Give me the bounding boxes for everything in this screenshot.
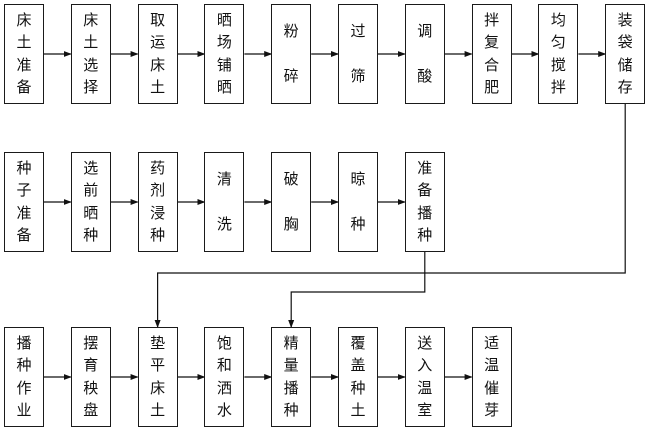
step-mix-fertilizer: 拌复合肥拌复合肥 [471,4,512,104]
step-saturate-water: 饱和洒水饱和洒水 [204,327,245,427]
step-warm-germination: 适温催芽适温催芽 [471,327,512,427]
step-select-dry-seeds: 选前晒种选前晒种 [70,152,111,252]
step-spread-sun-dry: 晒场铺晒晒场铺晒 [204,4,245,104]
step-place-trays: 摆育秧盘摆育秧盘 [70,327,111,427]
step-to-warm-room: 送入温室送入温室 [404,327,445,427]
step-ready-to-sow: 准备播种准备播种 [404,152,445,252]
flow-arrow [154,104,626,328]
step-sieve: 过筛过筛 [338,4,378,104]
step-crush: 粉碎粉碎 [271,4,312,104]
step-stir-evenly: 均匀搅拌均匀搅拌 [538,4,579,104]
step-bed-soil-select: 床土选择床土选择 [70,4,111,104]
step-cover-soil: 覆盖种土覆盖种土 [338,327,378,427]
step-bag-store: 装袋储存装袋储存 [605,4,646,104]
step-break-chest: 破胸破胸 [271,152,312,252]
step-level-soil: 垫平床土垫平床土 [137,327,178,427]
step-precise-sowing: 精量播种精量播种 [271,327,312,427]
step-fetch-soil: 取运床土取运床土 [137,4,178,104]
step-seed-prep-start: 种子准备种子准备 [4,152,44,252]
flow-arrow [288,252,426,328]
step-bed-soil-prep: 床土准备床土准备 [4,4,44,104]
step-air-dry-seeds: 晾种晾种 [338,152,378,252]
step-sowing-work: 播种作业播种作业 [4,327,44,427]
step-chemical-soak: 药剂浸种药剂浸种 [137,152,178,252]
step-adjust-acidity: 调酸调酸 [404,4,445,104]
step-wash: 清洗清洗 [204,152,245,252]
